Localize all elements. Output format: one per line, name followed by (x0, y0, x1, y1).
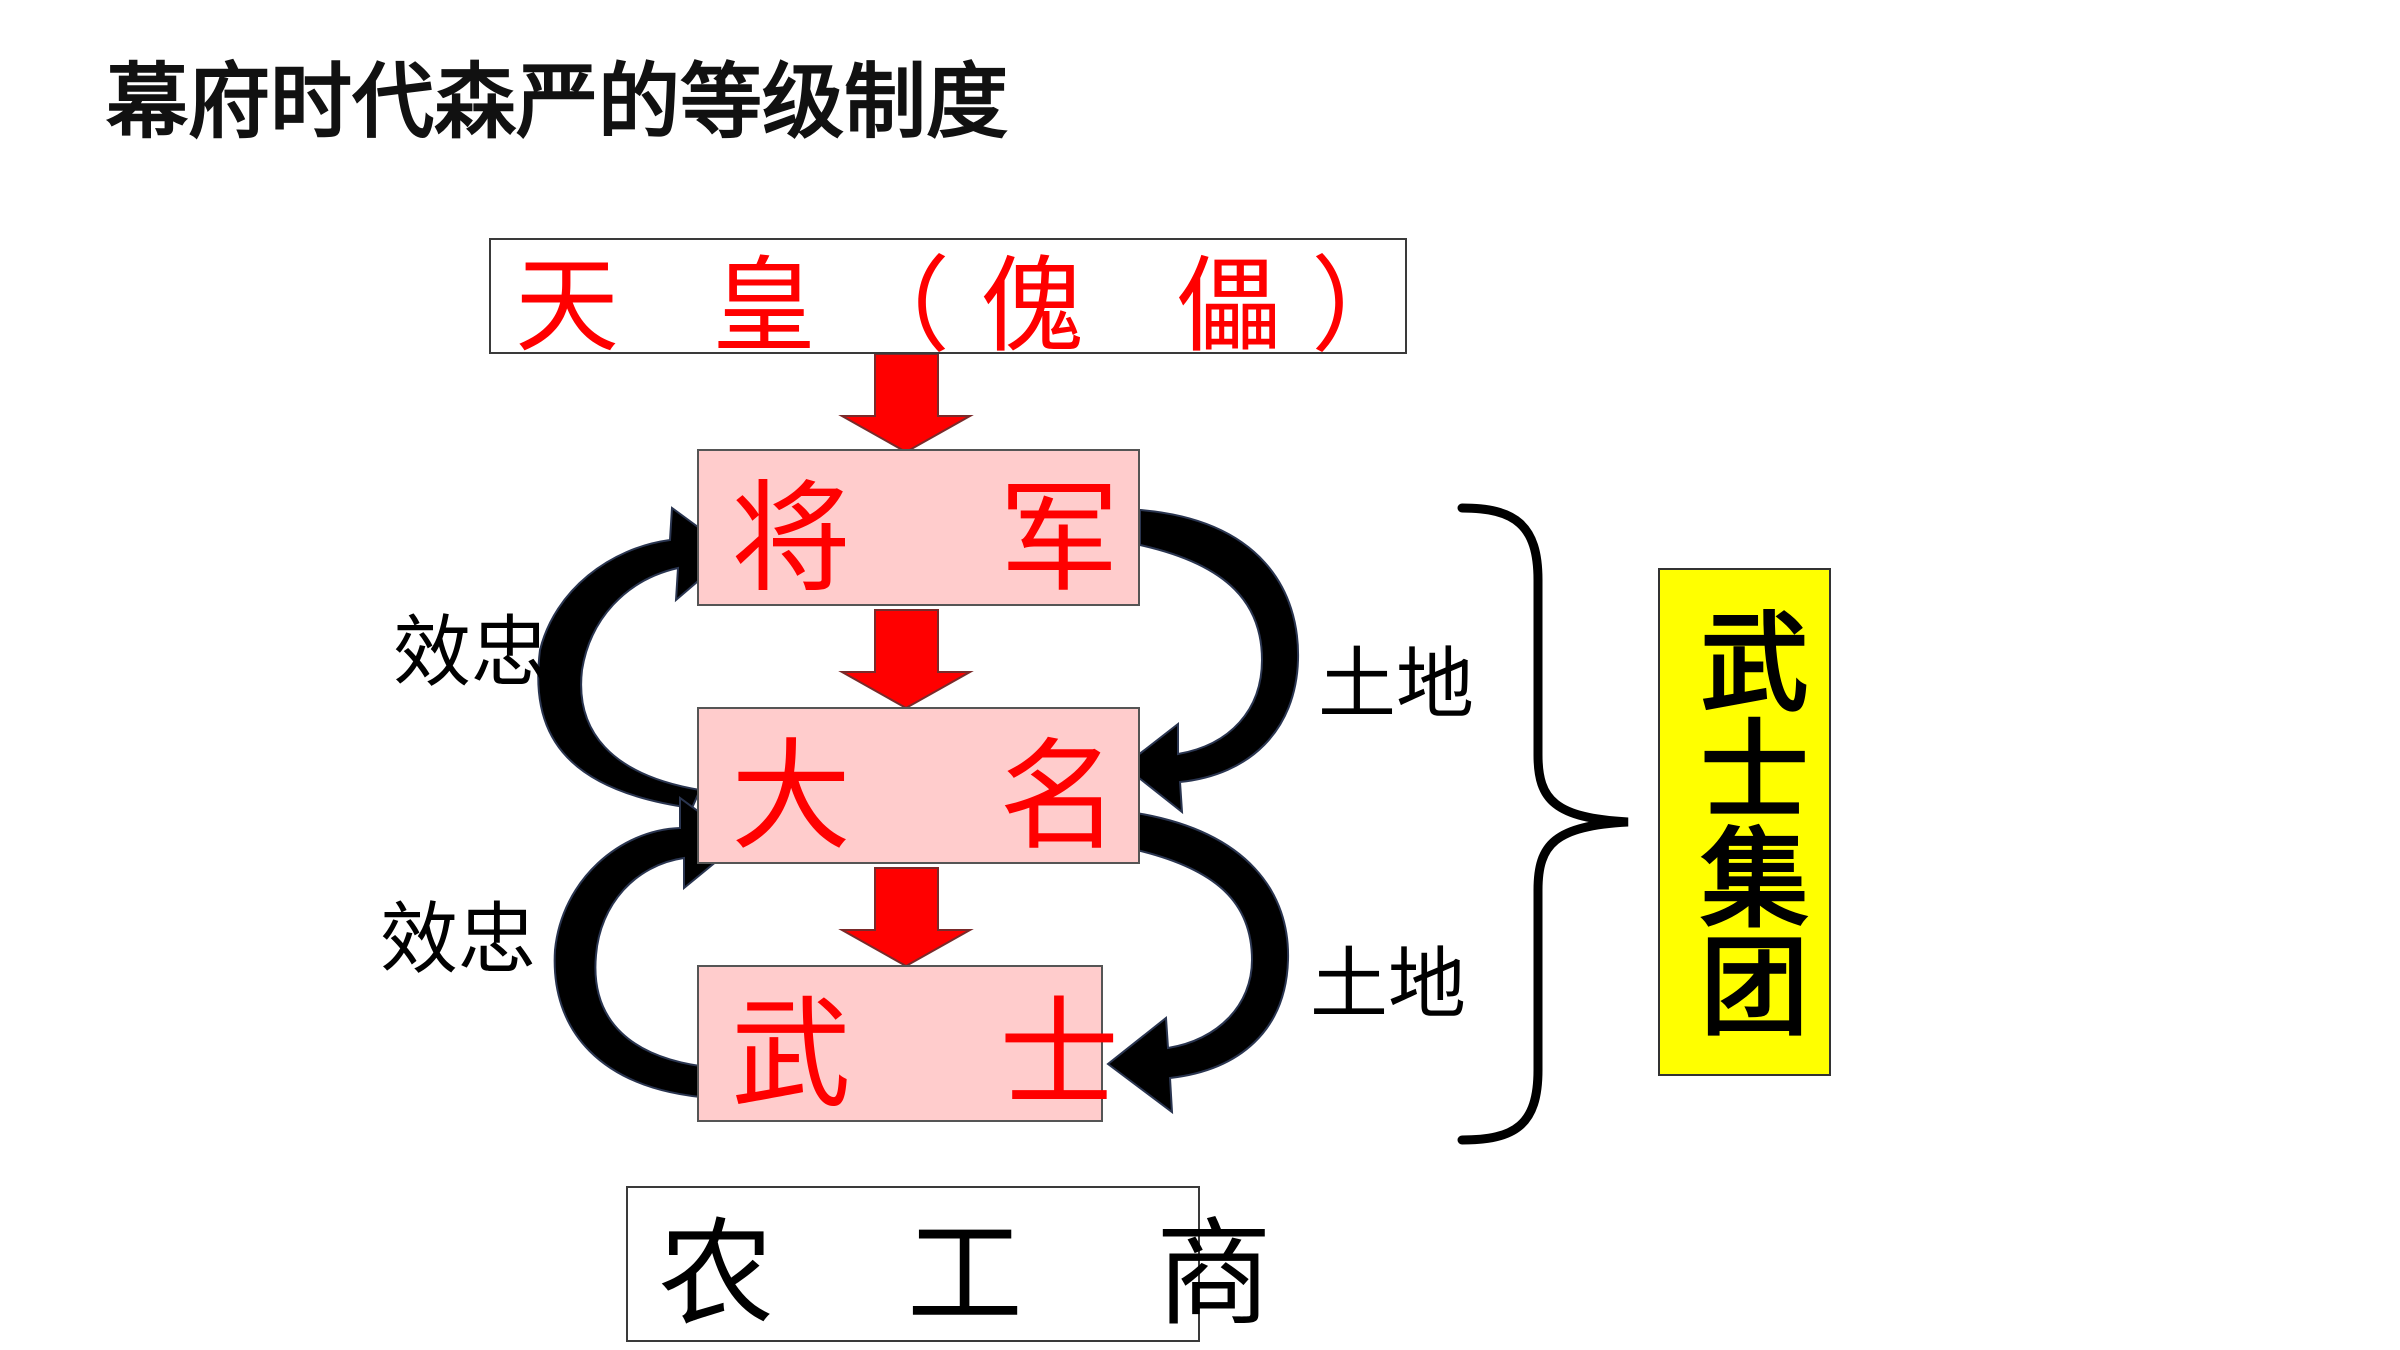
warrior-group-box: 武士集团 (1658, 568, 1831, 1076)
land-arrow-upper (1122, 508, 1300, 815)
loyalty-label-lower: 效忠 (380, 895, 537, 985)
emperor-label: 天 皇（傀 儡） (515, 244, 1446, 367)
commoners-label: 农 工 商 (658, 1207, 1320, 1342)
warrior-group-label: 武士集团 (1682, 606, 1808, 1038)
samurai-label: 武 士 (731, 985, 1175, 1125)
loyalty-arrow-upper (537, 506, 734, 810)
emperor-box: 天 皇（傀 儡） (489, 238, 1415, 367)
land-arrow-lower (1106, 810, 1290, 1115)
shogun-box: 将 军 (697, 449, 1140, 609)
page-title: 幕府时代森严的等级制度 (106, 55, 1009, 150)
daimyo-box: 大 名 (697, 707, 1140, 867)
loyalty-arrow-lower (553, 796, 742, 1100)
commoners-box: 农 工 商 (626, 1186, 1272, 1342)
land-label-lower: 土地 (1310, 940, 1467, 1030)
samurai-box: 武 士 (697, 965, 1119, 1125)
shogun-label: 将 军 (731, 469, 1175, 609)
down-arrow-emperor-shogun (838, 353, 974, 454)
land-label-upper: 土地 (1318, 640, 1475, 730)
warrior-group-brace (1457, 503, 1629, 1145)
loyalty-label-upper: 效忠 (393, 608, 550, 698)
daimyo-label: 大 名 (731, 727, 1175, 867)
down-arrow-daimyo-samurai (838, 867, 974, 968)
down-arrow-shogun-daimyo (838, 609, 974, 710)
